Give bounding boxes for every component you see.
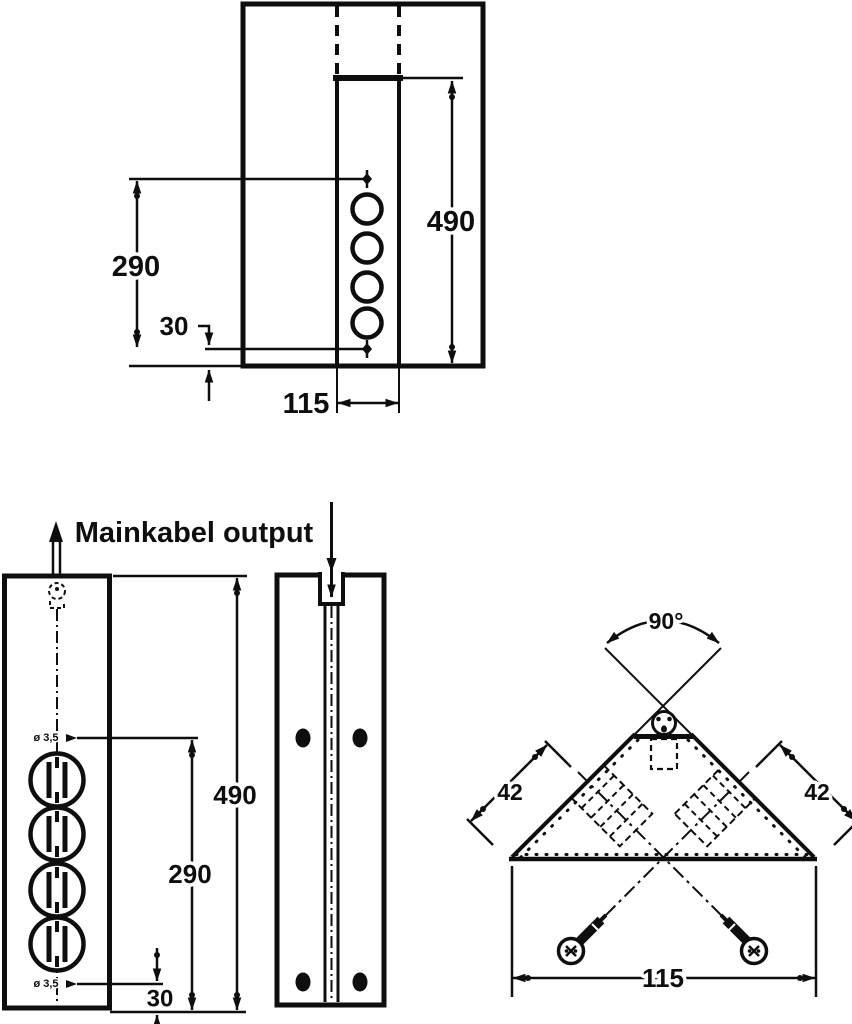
- center-mark-bottom: [362, 340, 372, 358]
- dim-290-label: 290: [112, 251, 160, 283]
- dim-42-right-label: 42: [804, 779, 830, 805]
- drawing-title: Mainkabel output: [75, 517, 314, 549]
- dim-42-right: 42: [755, 740, 852, 846]
- socket-2: [28, 805, 86, 863]
- left-scallops: [515, 738, 640, 863]
- dim-290: 290: [108, 180, 164, 348]
- screw-hole-top: ø 3,5: [32, 731, 198, 746]
- mount-hole-bottom-right: [352, 972, 368, 992]
- dim-115-label: 115: [283, 388, 330, 420]
- front-view: ø 3,5: [2, 521, 260, 1024]
- dim-30-front: 30: [143, 948, 177, 1024]
- dim-490-front-label: 490: [213, 780, 256, 810]
- socket-1: [28, 751, 86, 809]
- hole-dia-bottom-label: ø 3,5: [33, 978, 58, 990]
- socket-3: [28, 861, 86, 919]
- angle-90-label: 90°: [649, 608, 684, 634]
- cable-notch: [318, 572, 345, 606]
- socket-hole-1: [350, 192, 384, 226]
- triangle-side-left: [510, 732, 637, 859]
- dim-30: 30: [156, 308, 214, 401]
- screw-axis-right: [577, 771, 741, 935]
- dim-42-left-label: 42: [497, 779, 523, 805]
- dim-490-label: 490: [427, 206, 475, 238]
- main-cable-arrow: [49, 521, 63, 576]
- mount-hole-top-right: [352, 728, 368, 748]
- dim-115: 115: [279, 366, 400, 424]
- hole-dia-top-label: ø 3,5: [33, 732, 58, 744]
- screw-hole-bottom: ø 3,5: [32, 977, 163, 992]
- dim-290-front: 290: [165, 739, 215, 1011]
- dim-30-label: 30: [160, 311, 189, 341]
- main-cable-back: [326, 502, 337, 598]
- dim-42-left: 42: [466, 740, 572, 846]
- mount-hole-bottom-left: [295, 972, 311, 992]
- center-mark-top: [362, 170, 372, 188]
- wall-outline: [240, 1, 486, 369]
- side-extension-right: [634, 647, 722, 735]
- screw-left: [556, 913, 608, 966]
- cable-gland: [48, 582, 66, 609]
- socket-hole-2: [350, 231, 384, 265]
- socket-4: [28, 915, 86, 973]
- dim-115-corner-label: 115: [642, 963, 684, 993]
- screw-right: [719, 913, 769, 966]
- dim-115-corner: 115: [510, 866, 818, 997]
- screw-axis-left: [586, 771, 750, 935]
- dim-490: 490: [423, 80, 479, 364]
- dim-30-front-label: 30: [147, 986, 174, 1013]
- side-extension-left: [604, 647, 692, 735]
- strip-outline: [2, 573, 112, 1011]
- dim-290-front-label: 290: [168, 859, 211, 889]
- top-view: 490 290 30 115: [108, 1, 486, 424]
- angle-arc: [606, 619, 720, 644]
- dim-490-front: 490: [210, 577, 260, 1011]
- mount-hole-top-left: [295, 728, 311, 748]
- socket-cavity-right: [673, 764, 757, 848]
- apex-cable-outlet: [634, 710, 694, 771]
- socket-hole-3: [350, 270, 384, 304]
- back-view: [274, 502, 387, 1008]
- socket-hole-4: [350, 306, 384, 340]
- corner-section-view: 90°: [466, 605, 852, 997]
- right-scallops: [686, 738, 811, 863]
